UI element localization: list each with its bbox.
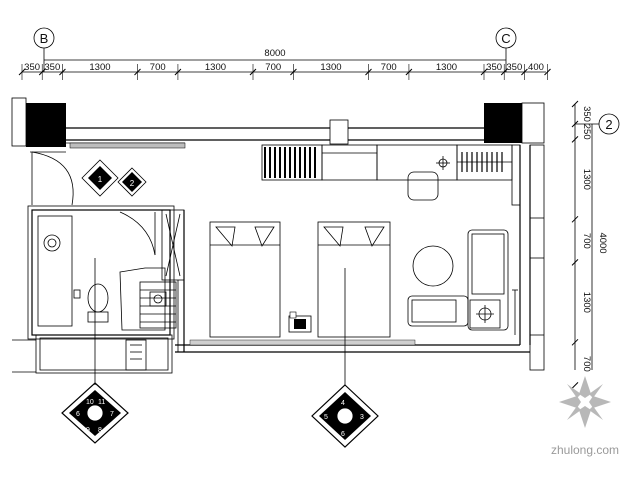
top-total-dimension: 8000: [264, 48, 285, 59]
right-dimension-tick: [571, 259, 579, 266]
entry-door: [31, 151, 156, 256]
sofa: [467, 229, 509, 331]
right-dimension-tick: [571, 100, 579, 108]
top-dimension-label: 1300: [436, 62, 457, 73]
right-dimension-label: 1300: [581, 169, 592, 190]
right-dimension-tick: [571, 120, 579, 128]
toilet: [87, 283, 109, 313]
right-dimension-tick: [571, 136, 579, 143]
top-dimension-label: 350: [44, 62, 60, 73]
top-dimension-label: 1300: [205, 62, 226, 73]
watermark-text: zhulong.com: [551, 443, 619, 457]
bathroom-fixtures: [37, 215, 177, 371]
top-wall: [11, 97, 545, 153]
right-dimension-tick: [571, 382, 579, 389]
svg-text:9: 9: [86, 427, 90, 434]
watermark-logo: zhulong.com: [551, 376, 619, 457]
right-dimension-label: 250: [581, 124, 592, 140]
vanity-counter: [37, 215, 73, 327]
top-dimension-label: 350: [24, 62, 40, 73]
shower-area: [119, 267, 177, 331]
window-sill: [69, 142, 186, 149]
armchair: [407, 295, 469, 327]
side-table: [469, 299, 501, 329]
right-dimension-labels: 350 250 1300 700 1300 700: [581, 106, 592, 372]
top-dimension-label: 700: [150, 62, 166, 73]
top-dimension-label: 700: [265, 62, 281, 73]
svg-text:5: 5: [324, 414, 328, 421]
right-dimension-ticks: [571, 100, 579, 389]
desk: [376, 144, 458, 181]
svg-text:1: 1: [98, 175, 103, 184]
axis-marker-2: 2: [575, 113, 620, 135]
right-dimension-label: 700: [581, 356, 592, 372]
svg-text:10: 10: [86, 399, 94, 406]
svg-text:8: 8: [98, 427, 102, 434]
bathroom-lower: [35, 334, 173, 374]
bath-tub: [125, 339, 147, 371]
left-column: [26, 103, 66, 147]
elevation-marker-door: 1 2: [81, 159, 147, 197]
svg-text:7: 7: [110, 411, 114, 418]
right-column: [484, 103, 522, 143]
right-dimension-tick: [571, 215, 579, 223]
nightstand: [288, 311, 312, 333]
svg-text:4: 4: [341, 400, 345, 407]
right-dimension-label: 350: [581, 106, 592, 122]
elevation-marker-bathroom: 10 11 7 6 9 8: [61, 258, 129, 444]
bed-right: [317, 221, 391, 338]
left-column-outline: [11, 97, 27, 147]
top-dimension-labels: 350 350 1300 700 1300 700 1300 700 1300 350 350 400: [24, 62, 544, 73]
top-dimension-ticks: [18, 64, 551, 80]
top-dimension-label: 1300: [320, 62, 341, 73]
svg-text:B: B: [40, 31, 49, 46]
svg-text:6: 6: [76, 411, 80, 418]
desk-chair: [407, 171, 439, 201]
top-dimension-label: 350: [486, 62, 502, 73]
svg-text:2: 2: [130, 179, 135, 188]
bed-left: [209, 221, 281, 338]
right-dimension-chain: 4000 350 250 1300 700 1300 700: [571, 100, 608, 389]
top-dimension-label: 400: [528, 62, 544, 73]
svg-text:6: 6: [341, 431, 345, 438]
top-dimension-label: 350: [506, 62, 522, 73]
svg-text:3: 3: [360, 414, 364, 421]
right-dimension-label: 700: [581, 233, 592, 249]
room-walls: [12, 144, 545, 374]
elevation-marker-bedroom: 4 3 5 6: [311, 268, 379, 448]
round-table: [412, 245, 454, 287]
svg-text:2: 2: [605, 117, 612, 132]
top-dimension-label: 700: [381, 62, 397, 73]
top-dimension-label: 1300: [89, 62, 110, 73]
wardrobe-desk-strip: [261, 144, 521, 206]
lounge-furniture: [407, 229, 518, 335]
right-total-dimension: 4000: [597, 232, 608, 253]
wardrobe: [456, 144, 513, 181]
svg-text:C: C: [501, 31, 510, 46]
sink: [43, 234, 61, 252]
right-dimension-tick: [571, 338, 579, 346]
right-dimension-label: 1300: [581, 292, 592, 313]
bathroom-wall: [31, 209, 171, 336]
svg-text:11: 11: [98, 399, 105, 406]
